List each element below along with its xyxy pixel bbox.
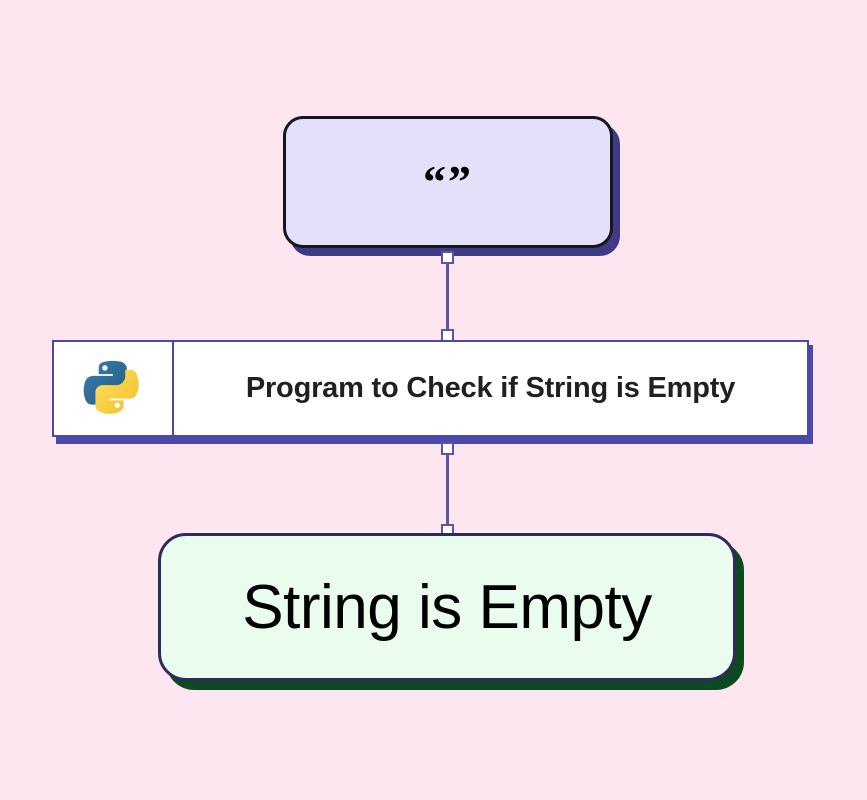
title-bar[interactable]: Program to Check if String is Empty (52, 340, 813, 444)
python-logo-icon (83, 360, 139, 414)
empty-string-literal-label: “” (423, 156, 473, 207)
connector-input-to-title[interactable] (446, 252, 449, 340)
connector-handle-bottom-start[interactable] (441, 442, 454, 455)
connector-handle-top-start[interactable] (441, 251, 454, 264)
output-node-body[interactable]: String is Empty (158, 533, 736, 681)
input-node-body[interactable]: “” (283, 116, 613, 248)
input-node[interactable]: “” (283, 116, 620, 256)
title-cell: Program to Check if String is Empty (174, 342, 807, 435)
connector-title-to-output[interactable] (446, 443, 449, 537)
output-node[interactable]: String is Empty (158, 533, 744, 690)
page-title: Program to Check if String is Empty (245, 372, 736, 404)
output-result-label: String is Empty (242, 572, 652, 642)
logo-cell (54, 342, 174, 435)
title-bar-body[interactable]: Program to Check if String is Empty (52, 340, 809, 437)
